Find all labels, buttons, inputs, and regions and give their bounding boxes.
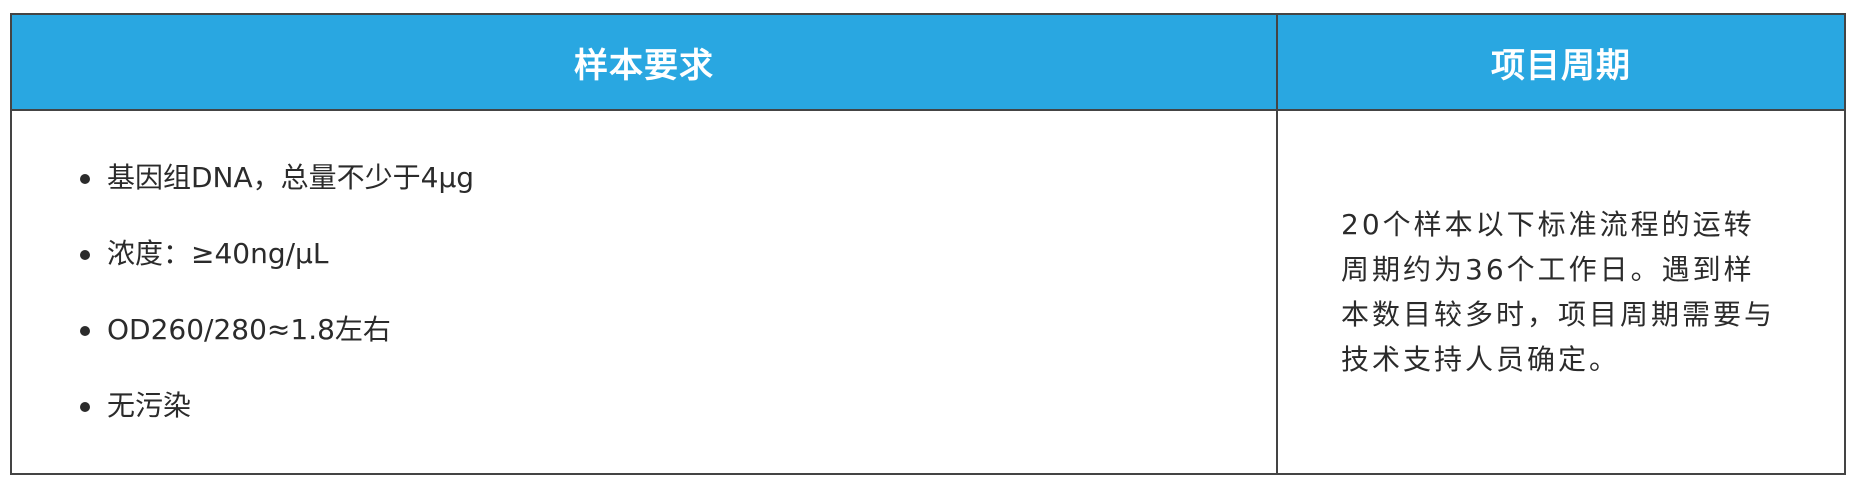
header-sample-requirements: 样本要求: [10, 13, 1278, 111]
bullet-icon: [80, 250, 90, 260]
bullet-icon: [80, 326, 90, 336]
requirement-text: 无污染: [107, 389, 192, 422]
requirement-item: OD260/280≈1.8左右: [80, 313, 1276, 347]
requirements-list: 基因组DNA，总量不少于4μg 浓度：≥40ng/μL OD260/280≈1.…: [12, 161, 1276, 423]
table-header-row: 样本要求 项目周期: [10, 13, 1846, 111]
table-body-row: 基因组DNA，总量不少于4μg 浓度：≥40ng/μL OD260/280≈1.…: [10, 109, 1846, 475]
project-cycle-text: 20个样本以下标准流程的运转周期约为36个工作日。遇到样本数目较多时，项目周期需…: [1341, 208, 1776, 376]
requirement-item: 基因组DNA，总量不少于4μg: [80, 161, 1276, 195]
bullet-icon: [80, 174, 90, 184]
requirement-text: OD260/280≈1.8左右: [107, 313, 391, 346]
project-cycle-cell: 20个样本以下标准流程的运转周期约为36个工作日。遇到样本数目较多时，项目周期需…: [1276, 109, 1846, 475]
header-project-cycle: 项目周期: [1276, 13, 1846, 111]
requirements-cell: 基因组DNA，总量不少于4μg 浓度：≥40ng/μL OD260/280≈1.…: [10, 109, 1278, 475]
requirement-item: 浓度：≥40ng/μL: [80, 237, 1276, 271]
sample-requirements-table: 样本要求 项目周期 基因组DNA，总量不少于4μg 浓度：≥40ng/μL: [10, 13, 1846, 475]
bullet-icon: [80, 402, 90, 412]
requirement-text: 浓度：≥40ng/μL: [107, 237, 329, 270]
requirement-item: 无污染: [80, 389, 1276, 423]
requirement-text: 基因组DNA，总量不少于4μg: [107, 161, 475, 194]
